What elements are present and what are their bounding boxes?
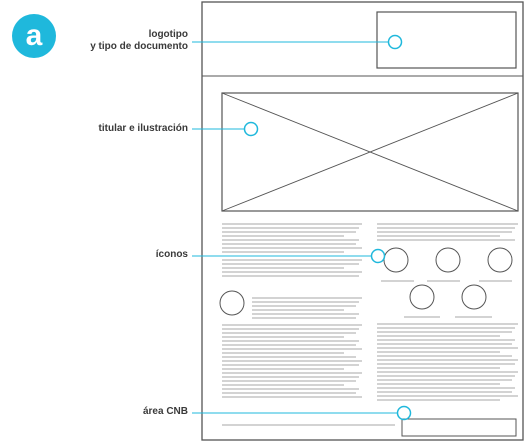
icon-placeholder [219, 290, 245, 316]
label-logotype-line2: y tipo de documento [90, 41, 188, 52]
callout-logotype-marker [387, 34, 403, 50]
icon-placeholder [435, 247, 461, 273]
callout-headline-marker [243, 121, 259, 137]
badge-letter: a [25, 19, 43, 52]
document-sheet [201, 1, 524, 441]
section-badge: a [12, 14, 56, 58]
icon-group [219, 247, 513, 316]
document-border [201, 1, 524, 441]
label-logotype-line1: logotipo [148, 29, 188, 40]
icon-placeholder [383, 247, 409, 273]
label-headline: titular e ilustración [98, 123, 188, 134]
icon-placeholder [461, 284, 487, 310]
body-text-lines [222, 223, 518, 426]
illustration-frame [221, 92, 519, 212]
icon-placeholder [487, 247, 513, 273]
callout-cnb-marker [396, 405, 412, 421]
callout-icons-marker [370, 248, 386, 264]
illustration-placeholder [221, 92, 519, 212]
callouts [192, 34, 412, 421]
label-logotype: logotipo y tipo de documento [90, 29, 188, 53]
label-icons: íconos [155, 249, 188, 260]
icon-placeholder [409, 284, 435, 310]
label-cnb-area: área CNB [142, 406, 188, 417]
cnb-box [401, 418, 517, 437]
logo-box [376, 11, 517, 69]
illustration-diagonal [221, 92, 519, 212]
